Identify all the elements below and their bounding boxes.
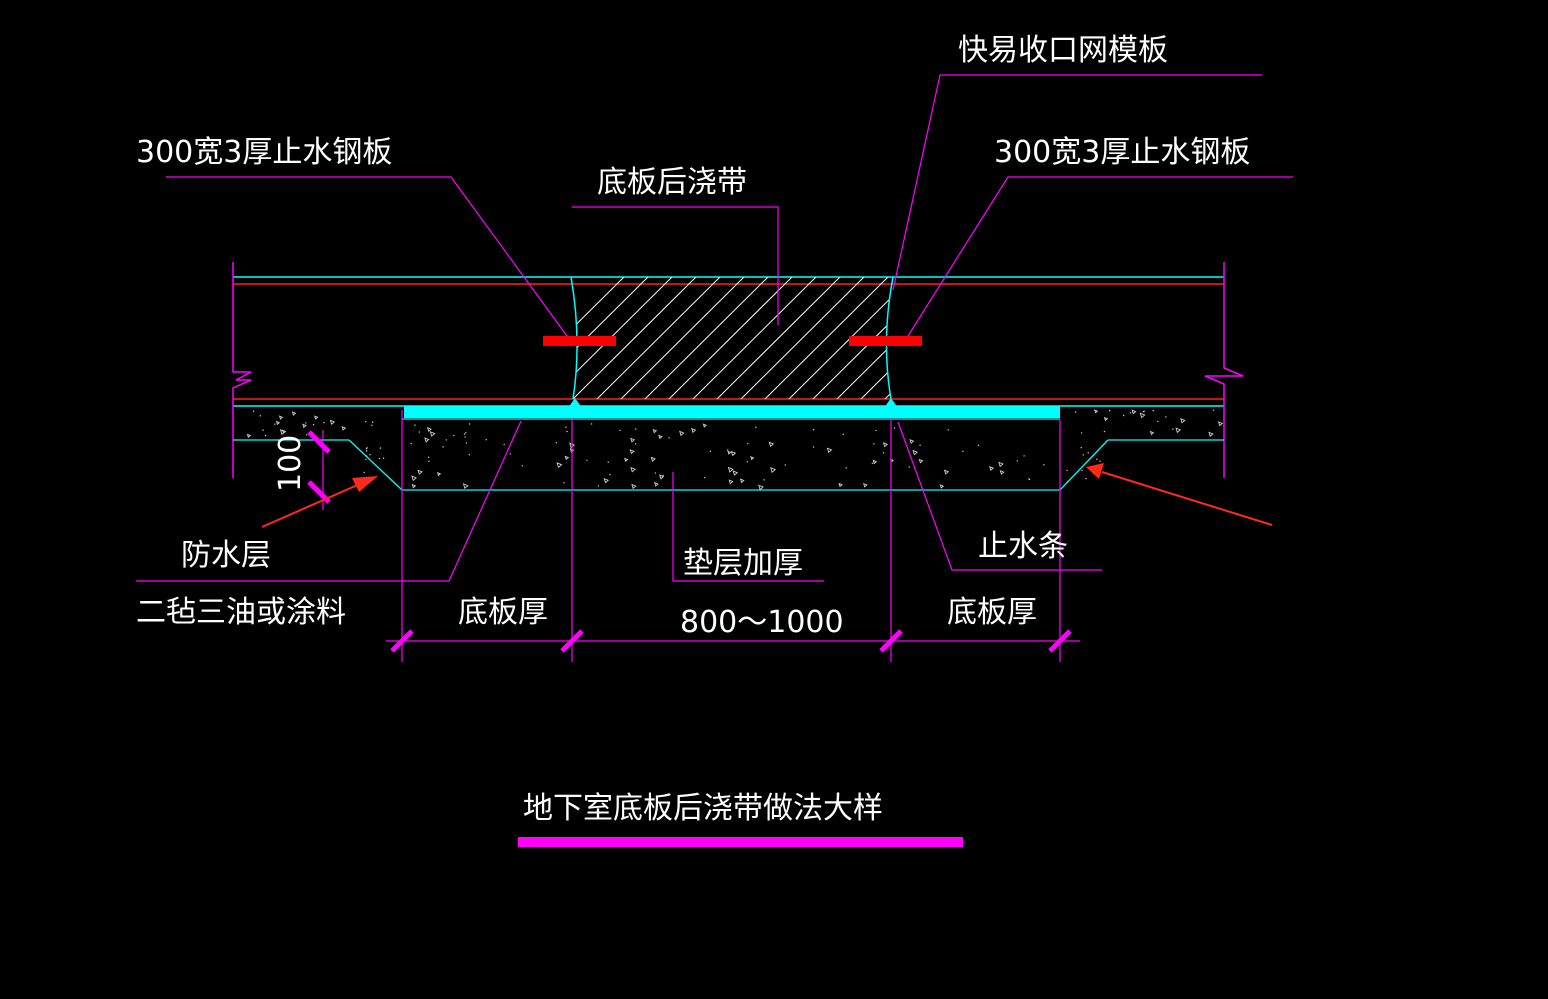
waterstop-strip-marks	[568, 398, 898, 408]
dim-cushion-depth: 100	[273, 435, 308, 492]
label-waterproof-layer: 防水层	[181, 538, 271, 573]
dimension-ticks	[307, 430, 1072, 653]
dimension-lines	[322, 410, 1080, 662]
steel-plate-right	[849, 336, 922, 346]
label-steel-plate-right: 300宽3厚止水钢板	[994, 135, 1250, 170]
leader-lines	[136, 74, 1293, 582]
cushion-layer	[233, 418, 1224, 491]
title-underline	[518, 837, 963, 847]
annotation-labels: 快易收口网模板 300宽3厚止水钢板 300宽3厚止水钢板 底板后浇带 防水层 …	[136, 33, 1250, 630]
dim-slab-thickness-right: 底板厚	[947, 595, 1037, 630]
label-felt-oil: 二毡三油或涂料	[136, 595, 346, 630]
steel-plate-left	[543, 336, 616, 346]
label-cushion-thickened: 垫层加厚	[683, 546, 803, 581]
concrete-speckle	[246, 409, 1224, 491]
dimension-texts: 100 底板厚 800～1000 底板厚	[273, 435, 1037, 640]
label-waterstop-strip: 止水条	[978, 529, 1068, 564]
waterproof-layer-bar	[404, 406, 1060, 418]
slab-outline	[232, 262, 1244, 478]
label-quick-mesh-formwork: 快易收口网模板	[958, 33, 1168, 68]
dim-strip-width: 800～1000	[680, 605, 844, 640]
dim-slab-thickness-left: 底板厚	[458, 595, 548, 630]
label-steel-plate-left: 300宽3厚止水钢板	[136, 135, 392, 170]
drawing-title: 地下室底板后浇带做法大样	[523, 791, 883, 826]
label-post-cast-strip: 底板后浇带	[597, 165, 747, 200]
callout-arrows	[261, 463, 1273, 528]
